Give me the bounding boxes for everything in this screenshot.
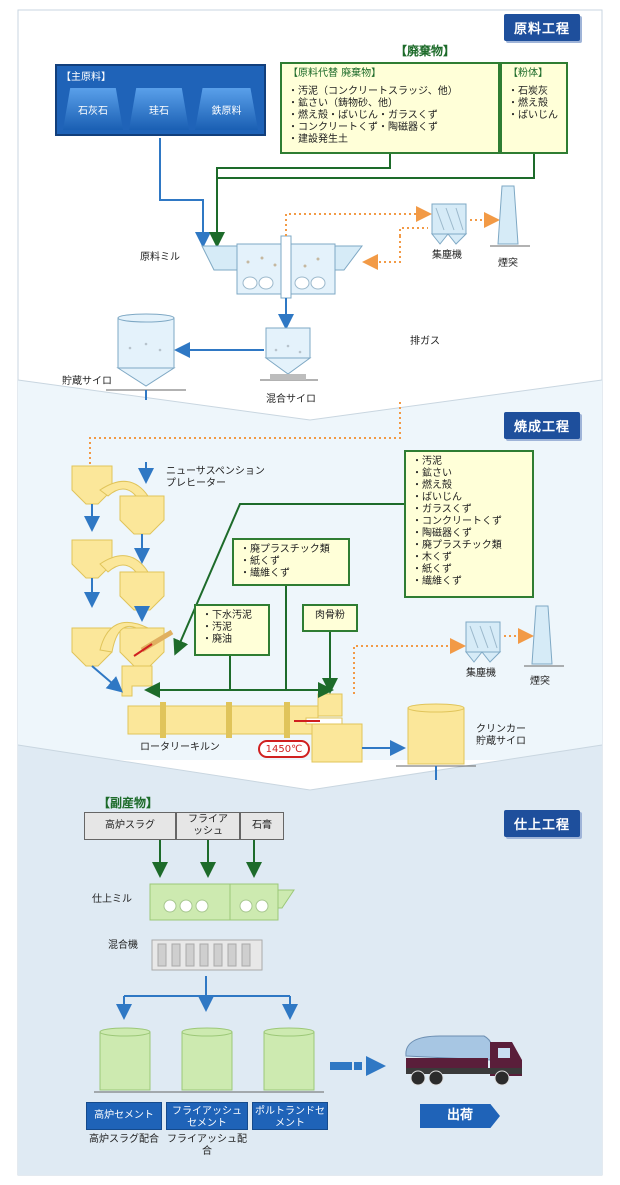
mill-label: 原料ミル (140, 252, 180, 263)
list-item: 下水汚泥 (202, 610, 262, 622)
list-item: コンクリートくず (412, 516, 526, 528)
list-item: 汚泥（コンクリートスラッジ、他） (288, 86, 492, 98)
byproduct-gypsum: 石膏 (240, 812, 284, 840)
substitute-waste-title: 【原料代替 廃棄物】 (288, 68, 382, 79)
kiln-label: ロータリーキルン (140, 742, 220, 753)
exhaust-label: 排ガス (410, 336, 440, 347)
finish-mill-label: 仕上ミル (92, 894, 132, 905)
list-item: 燃え殻 (508, 98, 560, 110)
storage-silo-label: 貯蔵サイロ (62, 376, 112, 387)
mix-silo-label: 混合サイロ (266, 394, 316, 405)
preheater-label-line1: ニューサスペンション (166, 466, 265, 477)
raw-stage-graphics (106, 138, 535, 400)
product-sub-flyash: フライアッシュ配合 (167, 1134, 247, 1157)
byproduct-title: 【副産物】 (98, 796, 159, 810)
powder-box: 【粉体】 石炭灰 燃え殻 ばいじん (500, 62, 568, 154)
list-item: コンクリートくず・陶磁器くず (288, 122, 492, 134)
mixer-label: 混合機 (108, 940, 138, 951)
chimney-label-raw: 煙突 (498, 258, 518, 269)
list-item: 紙くず (412, 564, 526, 576)
bone-meal-label: 肉骨粉 (315, 610, 345, 621)
material-iron: 鉄原料 (195, 88, 258, 130)
chimney-label-burn: 煙突 (530, 676, 550, 687)
fuel-waste-box: 汚泥 鉱さい 燃え殻 ばいじん ガラスくず コンクリートくず 陶磁器くず 廃プラ… (404, 450, 534, 598)
fuel-waste-list: 汚泥 鉱さい 燃え殻 ばいじん ガラスくず コンクリートくず 陶磁器くず 廃プラ… (412, 456, 526, 588)
product-flyash-cement: フライアッシュセメント (166, 1102, 248, 1130)
mill-contents (246, 256, 320, 268)
byproduct-flyash: フライアッシュ (176, 812, 240, 840)
list-item: 汚泥 (202, 622, 262, 634)
stage-label-raw: 原料工程 (504, 14, 581, 41)
waste-title: 【廃棄物】 (394, 44, 455, 58)
material-silica: 珪石 (129, 88, 189, 130)
main-material-title: 【主原料】 (61, 72, 111, 83)
list-item: ガラスくず (412, 504, 526, 516)
list-item: 廃プラスチック類 (412, 540, 526, 552)
main-material-box: 【主原料】 石灰石 珪石 鉄原料 (55, 64, 266, 136)
temperature-badge: 1450℃ (258, 740, 310, 758)
preheater-label: ニューサスペンション プレヒーター (166, 466, 265, 490)
list-item: 燃え殻 (412, 480, 526, 492)
clinker-silo-line2: 貯蔵サイロ (476, 736, 526, 747)
clinker-silo-label: クリンカー 貯蔵サイロ (476, 724, 526, 748)
collector-label-burn: 集塵機 (466, 668, 496, 679)
plastic-waste-list: 廃プラスチック類 紙くず 繊維くず (240, 544, 342, 580)
byproduct-slag: 高炉スラグ (84, 812, 176, 840)
list-item: 鉱さい（鋳物砂、他） (288, 98, 492, 110)
powder-list: 石炭灰 燃え殻 ばいじん (508, 86, 560, 122)
list-item: 汚泥 (412, 456, 526, 468)
list-item: 陶磁器くず (412, 528, 526, 540)
substitute-waste-list: 汚泥（コンクリートスラッジ、他） 鉱さい（鋳物砂、他） 燃え殻・ばいじん・ガラス… (288, 86, 492, 146)
list-item: 石炭灰 (508, 86, 560, 98)
list-item: ばいじん (508, 110, 560, 122)
list-item: 建設発生土 (288, 134, 492, 146)
sewage-list: 下水汚泥 汚泥 廃油 (202, 610, 262, 646)
stage-label-burn: 焼成工程 (504, 412, 581, 439)
finish-stage-graphics (94, 840, 522, 1093)
clinker-silo-line1: クリンカー (476, 724, 526, 735)
list-item: 繊維くず (412, 576, 526, 588)
stage-label-finish: 仕上工程 (504, 810, 581, 837)
product-sub-slag: 高炉スラグ配合 (89, 1134, 159, 1145)
list-item: 木くず (412, 552, 526, 564)
collector-label-raw: 集塵機 (432, 250, 462, 261)
material-limestone: 石灰石 (63, 88, 123, 130)
bone-meal-box: 肉骨粉 (302, 604, 358, 632)
plastic-waste-box: 廃プラスチック類 紙くず 繊維くず (232, 538, 350, 586)
product-blast-furnace-cement: 高炉セメント (86, 1102, 162, 1130)
burn-stage-graphics (71, 400, 564, 780)
list-item: ばいじん (412, 492, 526, 504)
list-item: 燃え殻・ばいじん・ガラスくず (288, 110, 492, 122)
powder-title: 【粉体】 (508, 68, 548, 79)
list-item: 廃油 (202, 634, 262, 646)
list-item: 廃プラスチック類 (240, 544, 342, 556)
shipping-button: 出荷 (420, 1104, 500, 1128)
list-item: 繊維くず (240, 568, 342, 580)
preheater-label-line2: プレヒーター (166, 478, 226, 489)
substitute-waste-box: 【原料代替 廃棄物】 汚泥（コンクリートスラッジ、他） 鉱さい（鋳物砂、他） 燃… (280, 62, 500, 154)
product-portland-cement: ポルトランドセメント (252, 1102, 328, 1130)
list-item: 紙くず (240, 556, 342, 568)
list-item: 鉱さい (412, 468, 526, 480)
sewage-box: 下水汚泥 汚泥 廃油 (194, 604, 270, 656)
